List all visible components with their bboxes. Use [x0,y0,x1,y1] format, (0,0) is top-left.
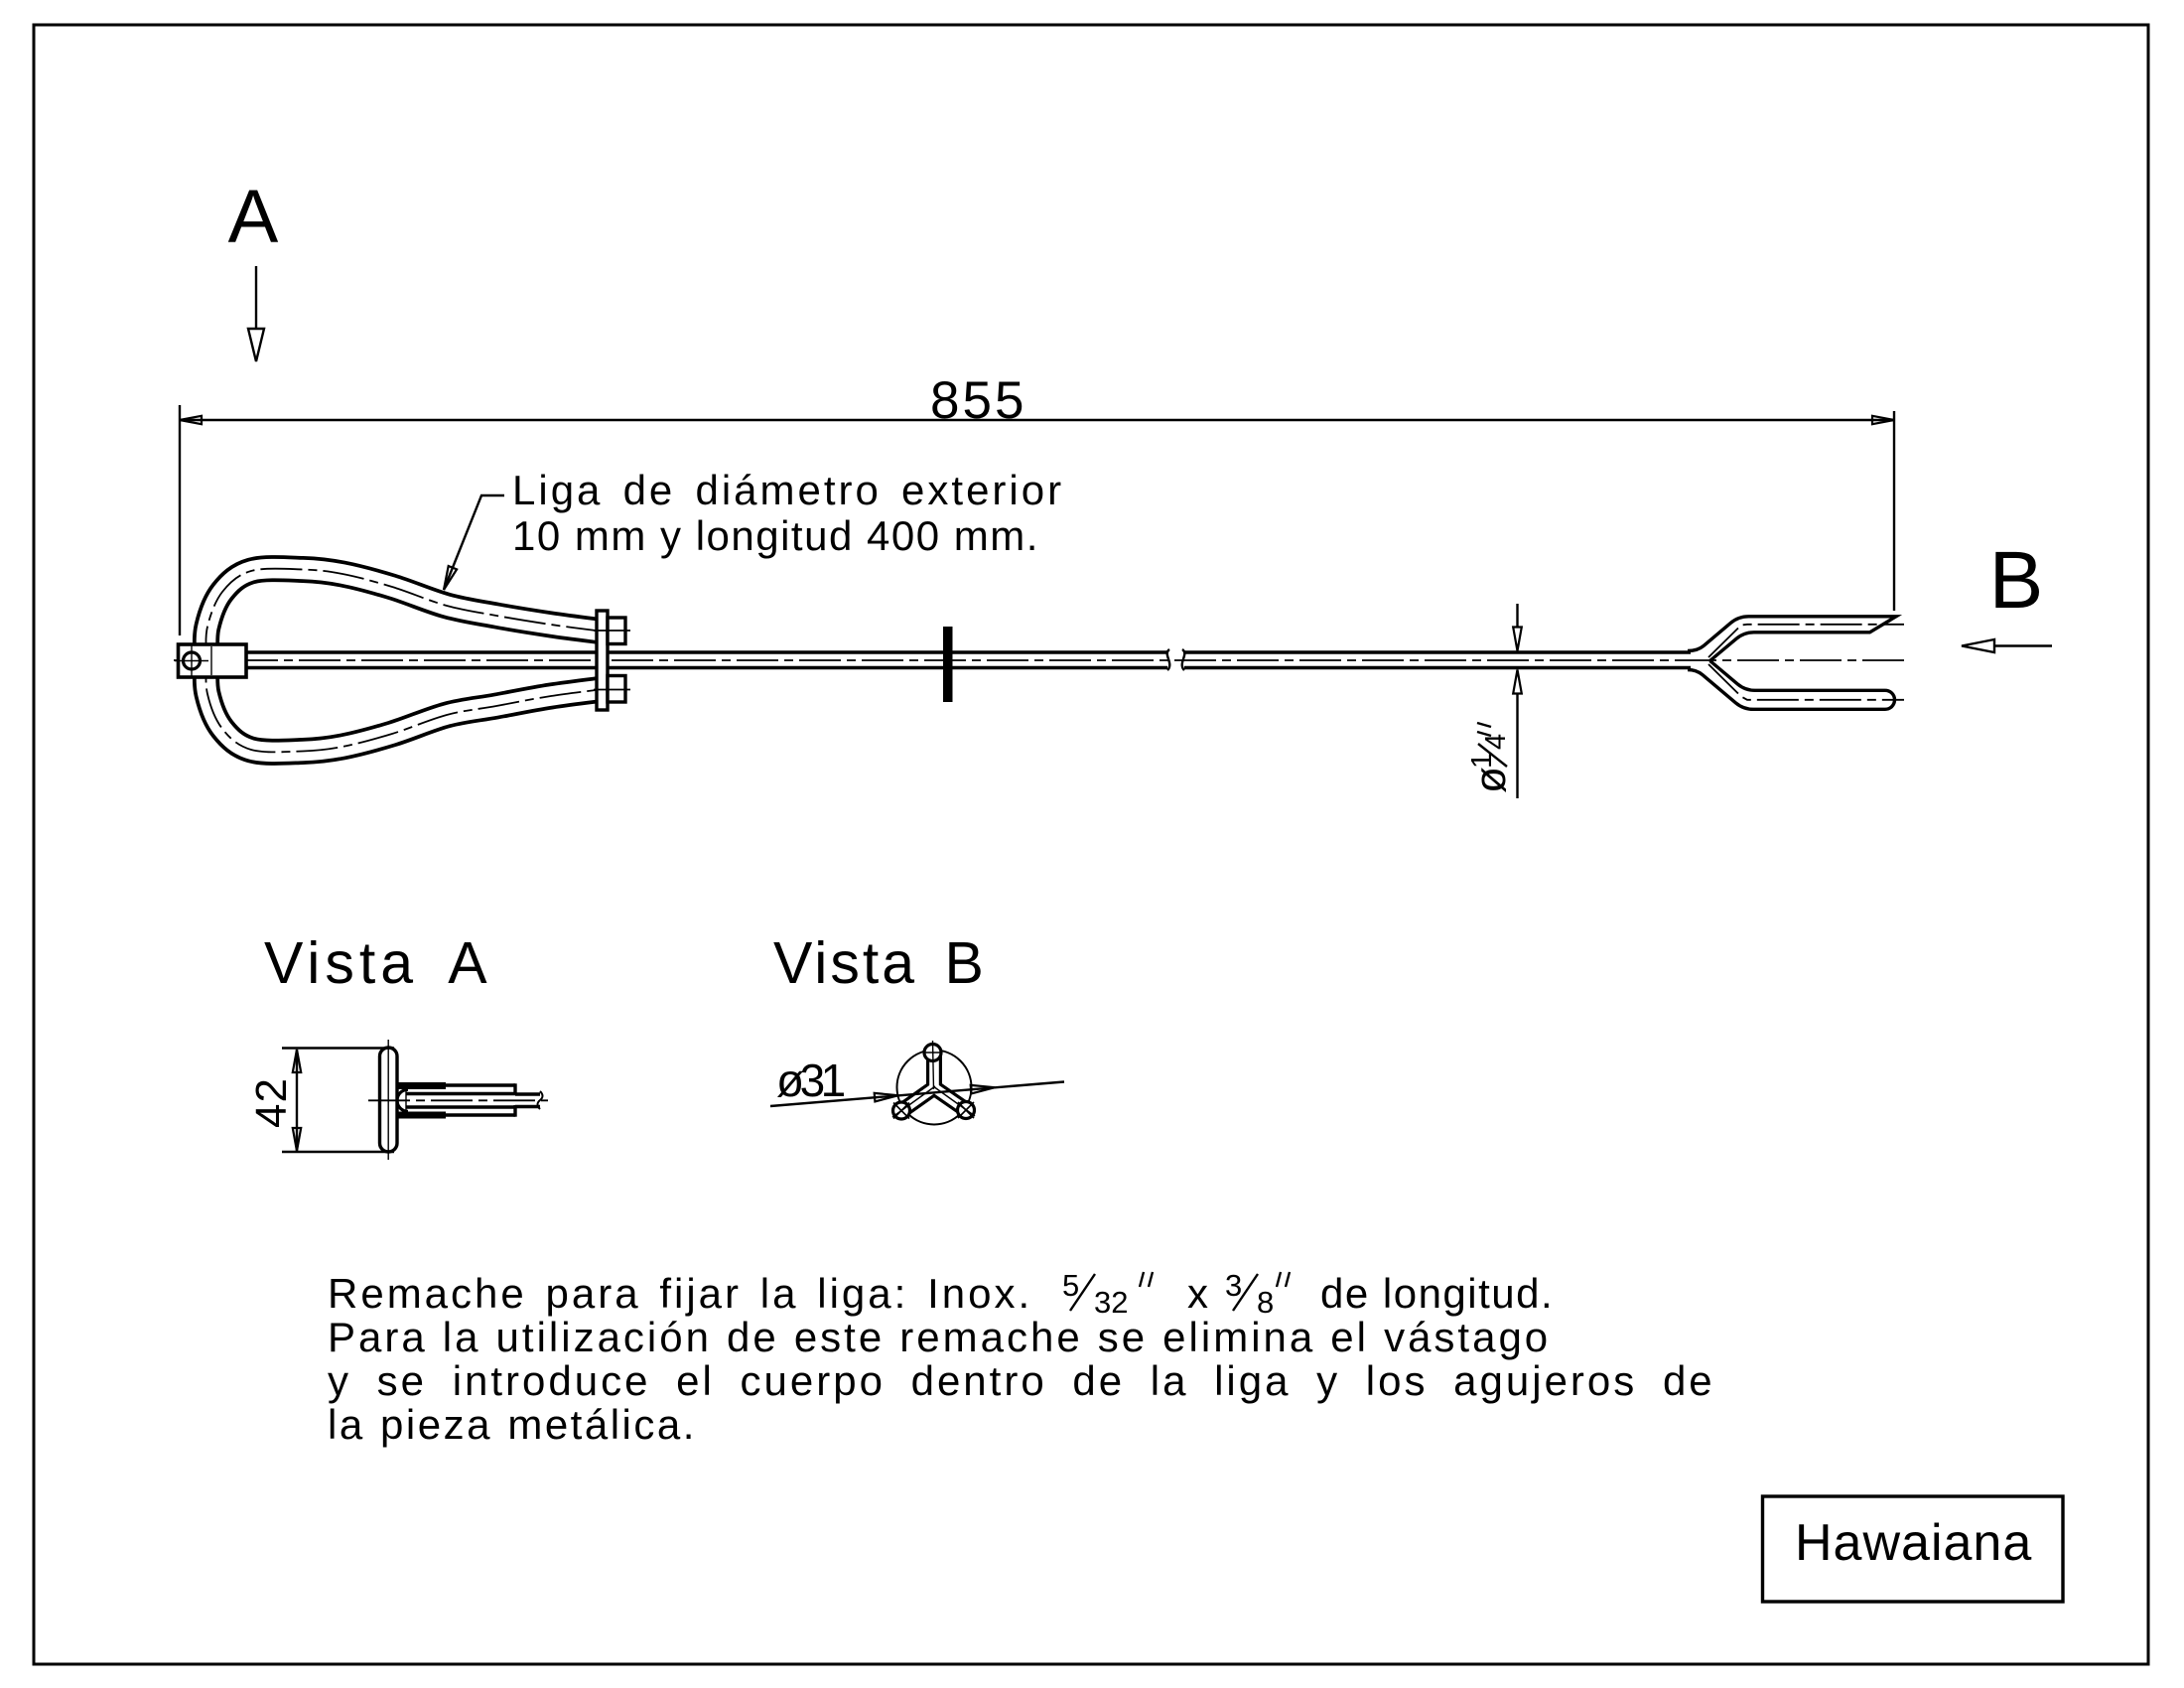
svg-text:855: 855 [930,371,1026,430]
svg-text:B: B [1989,535,2044,626]
svg-text:A: A [228,175,279,259]
svg-text:ø: ø [1466,767,1515,793]
svg-text:32: 32 [1094,1285,1128,1320]
svg-text:la pieza metálica.: la pieza metálica. [328,1401,697,1448]
svg-text:4: 4 [1480,734,1512,750]
svg-text:ø31: ø31 [776,1055,845,1106]
svg-text:Vista B: Vista B [773,930,987,996]
svg-text:Remache para fijar la liga: In: Remache para fijar la liga: Inox. [328,1270,1032,1317]
svg-text:10 mm y longitud 400 mm.: 10 mm y longitud 400 mm. [512,512,1039,559]
svg-text:y se introduce el cuerpo dentr: y se introduce el cuerpo dentro de la li… [328,1357,1715,1404]
svg-text:5: 5 [1062,1268,1079,1303]
svg-text:Hawaiana: Hawaiana [1795,1514,2032,1572]
svg-text:1: 1 [1466,753,1498,769]
svg-text:Vista A: Vista A [264,930,492,996]
svg-text:8: 8 [1257,1285,1274,1320]
svg-text:Para la utilización de este re: Para la utilización de este remache se e… [328,1314,1551,1360]
svg-text:3: 3 [1225,1268,1242,1303]
svg-text:42: 42 [247,1077,296,1128]
svg-text:Liga de diámetro exterior: Liga de diámetro exterior [512,467,1064,513]
svg-text:de longitud.: de longitud. [1320,1270,1554,1317]
svg-text:x: x [1187,1270,1208,1317]
